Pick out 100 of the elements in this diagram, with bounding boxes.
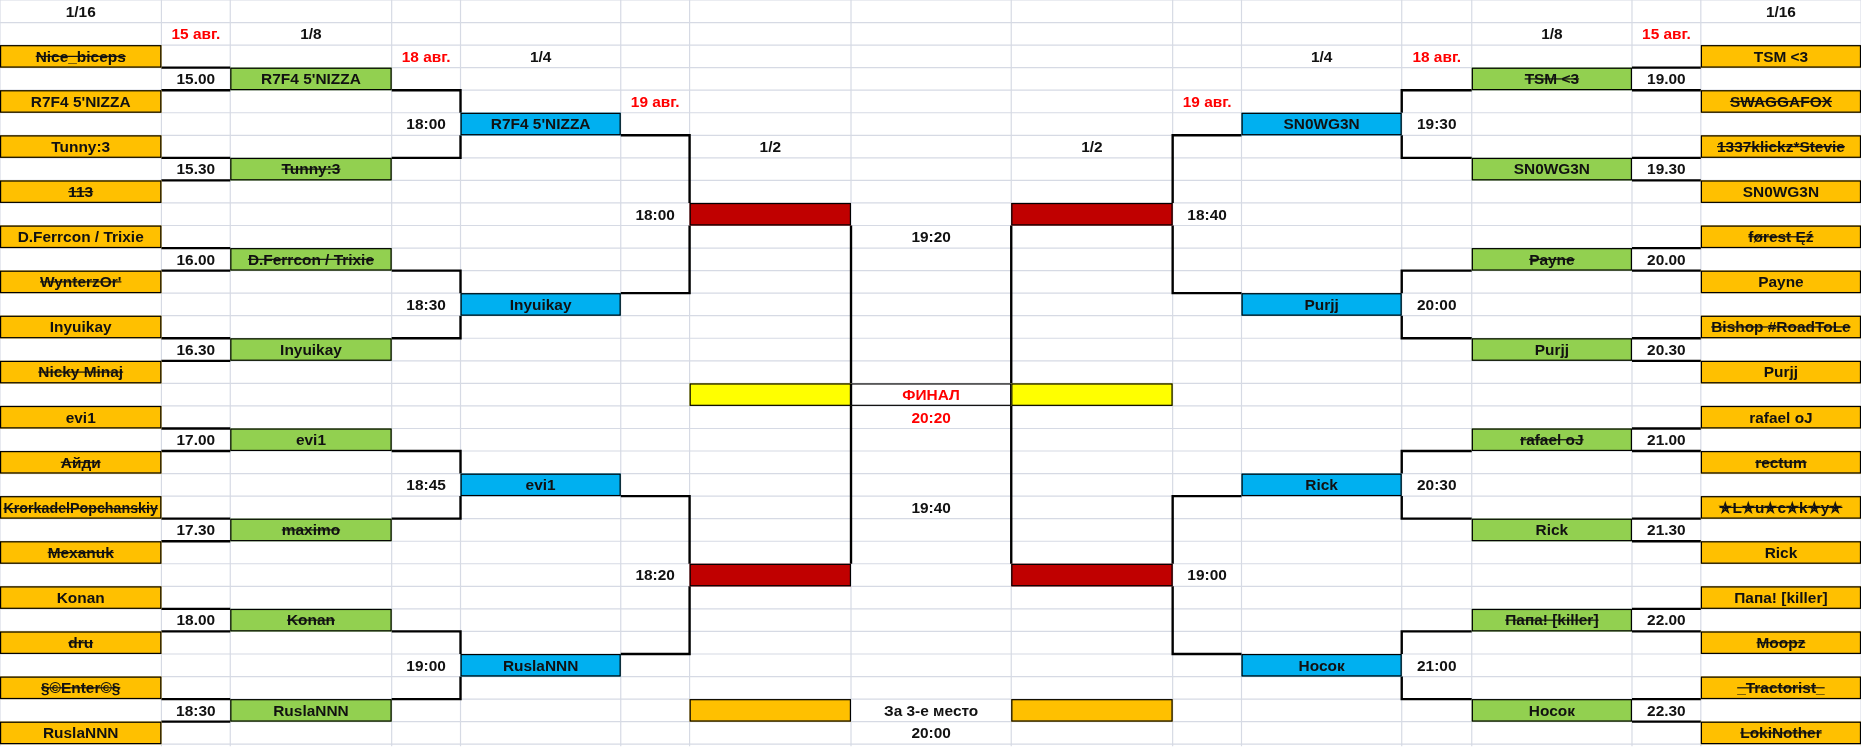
player-box: Konan (230, 608, 392, 632)
match-time: 20:30 (1417, 475, 1457, 494)
bracket-line (1632, 427, 1701, 430)
match-time: 19:40 (911, 498, 951, 517)
player-box: rafael oJ (1700, 405, 1861, 429)
player-box: RuslaNNN (460, 654, 621, 677)
bracket-line (391, 89, 462, 113)
bracket-line (1632, 337, 1701, 340)
player-box: Inyuikay (0, 315, 162, 339)
match-time: 21:00 (1417, 656, 1457, 675)
bracket-line (161, 697, 231, 701)
bracket-line (1171, 225, 1242, 295)
bracket-line (849, 405, 853, 564)
player-box: maximo (230, 518, 392, 542)
bracket-line (1171, 586, 1242, 656)
round-label: 1/16 (65, 2, 96, 21)
bracket-line (161, 517, 231, 520)
bracket-slot (1011, 563, 1173, 587)
bracket-line (1400, 496, 1472, 520)
date-label: 15 авг. (171, 24, 221, 43)
bracket-line (620, 494, 691, 564)
match-time: 19.00 (1647, 70, 1686, 88)
player-box: dru (0, 631, 162, 654)
match-time: 18:30 (176, 701, 216, 720)
bracket-line (1400, 315, 1472, 340)
player-box: Tunny:3 (0, 135, 162, 158)
bracket-line (391, 496, 462, 520)
bracket-line (161, 246, 231, 250)
bracket-slot (1011, 383, 1173, 406)
bracket-line (161, 269, 231, 272)
player-box: rectum (1700, 451, 1861, 474)
player-box: Inyuikay (230, 338, 392, 361)
player-box: Носок (1241, 654, 1402, 677)
player-box: Konan (0, 586, 162, 609)
bracket-slot (1011, 202, 1173, 226)
bracket-line (1400, 89, 1472, 113)
bracket-line (1171, 494, 1242, 564)
bracket-line (391, 135, 462, 160)
bracket-line (1632, 540, 1701, 543)
player-box: SN0WG3N (1241, 112, 1402, 136)
player-box: RuslaNNN (0, 721, 162, 745)
player-box: D.Ferrcon / Trixie (230, 248, 392, 271)
bracket-line (161, 66, 231, 69)
date-label: 18 авг. (1412, 47, 1462, 66)
bracket-line (161, 156, 231, 160)
match-time: 21.30 (1647, 521, 1686, 539)
bracket-line (391, 269, 462, 294)
bracket-slot (1011, 699, 1173, 722)
match-time: 17.00 (176, 430, 216, 449)
match-time: 20:20 (911, 408, 951, 427)
bracket-line (1400, 135, 1472, 160)
player-box: Payne (1700, 270, 1861, 294)
player-box: Nice_biceps (0, 45, 162, 68)
player-box: Папа! [killer] (1700, 586, 1861, 609)
round-label: 1/8 (1541, 24, 1563, 43)
match-time: 19.30 (1647, 160, 1686, 179)
player-box: Папа! [killer] (1471, 608, 1632, 632)
bracket-slot (689, 563, 851, 587)
player-box: Tunny:3 (230, 157, 392, 181)
player-box: 113 (0, 180, 162, 203)
match-time: 19:20 (911, 227, 951, 246)
match-time: 18:40 (1187, 205, 1227, 224)
match-time: 18:00 (635, 205, 675, 224)
match-time: 21.00 (1647, 430, 1686, 449)
player-box: Rick (1700, 541, 1861, 564)
player-box: Носок (1471, 699, 1632, 722)
final-box: ФИНАЛ (851, 383, 1012, 406)
bracket-line (1632, 359, 1701, 362)
round-label: 1/2 (1081, 137, 1103, 156)
bracket-line (1400, 676, 1472, 701)
player-box: R7F4 5'NIZZA (230, 67, 392, 91)
bracket-line (620, 225, 691, 295)
date-label: 19 авг. (1182, 92, 1232, 111)
bracket-line (1632, 89, 1701, 92)
player-box: Purjj (1471, 338, 1632, 361)
bracket-line (1010, 225, 1013, 384)
round-label: 1/2 (759, 137, 781, 156)
bracket-line (1632, 179, 1701, 182)
match-time: 19:00 (406, 656, 446, 675)
player-box: D.Ferrcon / Trixie (0, 225, 162, 249)
bracket-line (161, 359, 231, 362)
bracket-line (1632, 630, 1701, 633)
match-time: 18:00 (406, 115, 446, 133)
bracket-line (1400, 630, 1472, 654)
match-time: 18.00 (176, 611, 216, 630)
bracket-line (1632, 517, 1701, 520)
match-time: 19:00 (1187, 566, 1227, 584)
match-time: 22.30 (1647, 701, 1686, 720)
date-label: 19 авг. (630, 92, 680, 111)
player-box: TSM <3 (1471, 67, 1632, 91)
bracket-line (391, 449, 462, 474)
player-box: Rick (1471, 518, 1632, 542)
bracket-line (161, 337, 231, 340)
player-box: førest Ęź (1700, 225, 1861, 249)
date-label: 18 авг. (401, 47, 451, 66)
player-box: Rick (1241, 473, 1402, 497)
bracket-line (1632, 449, 1701, 453)
bracket-line (1632, 246, 1701, 250)
player-box: R7F4 5'NIZZA (460, 112, 621, 136)
bracket-line (1010, 405, 1013, 564)
